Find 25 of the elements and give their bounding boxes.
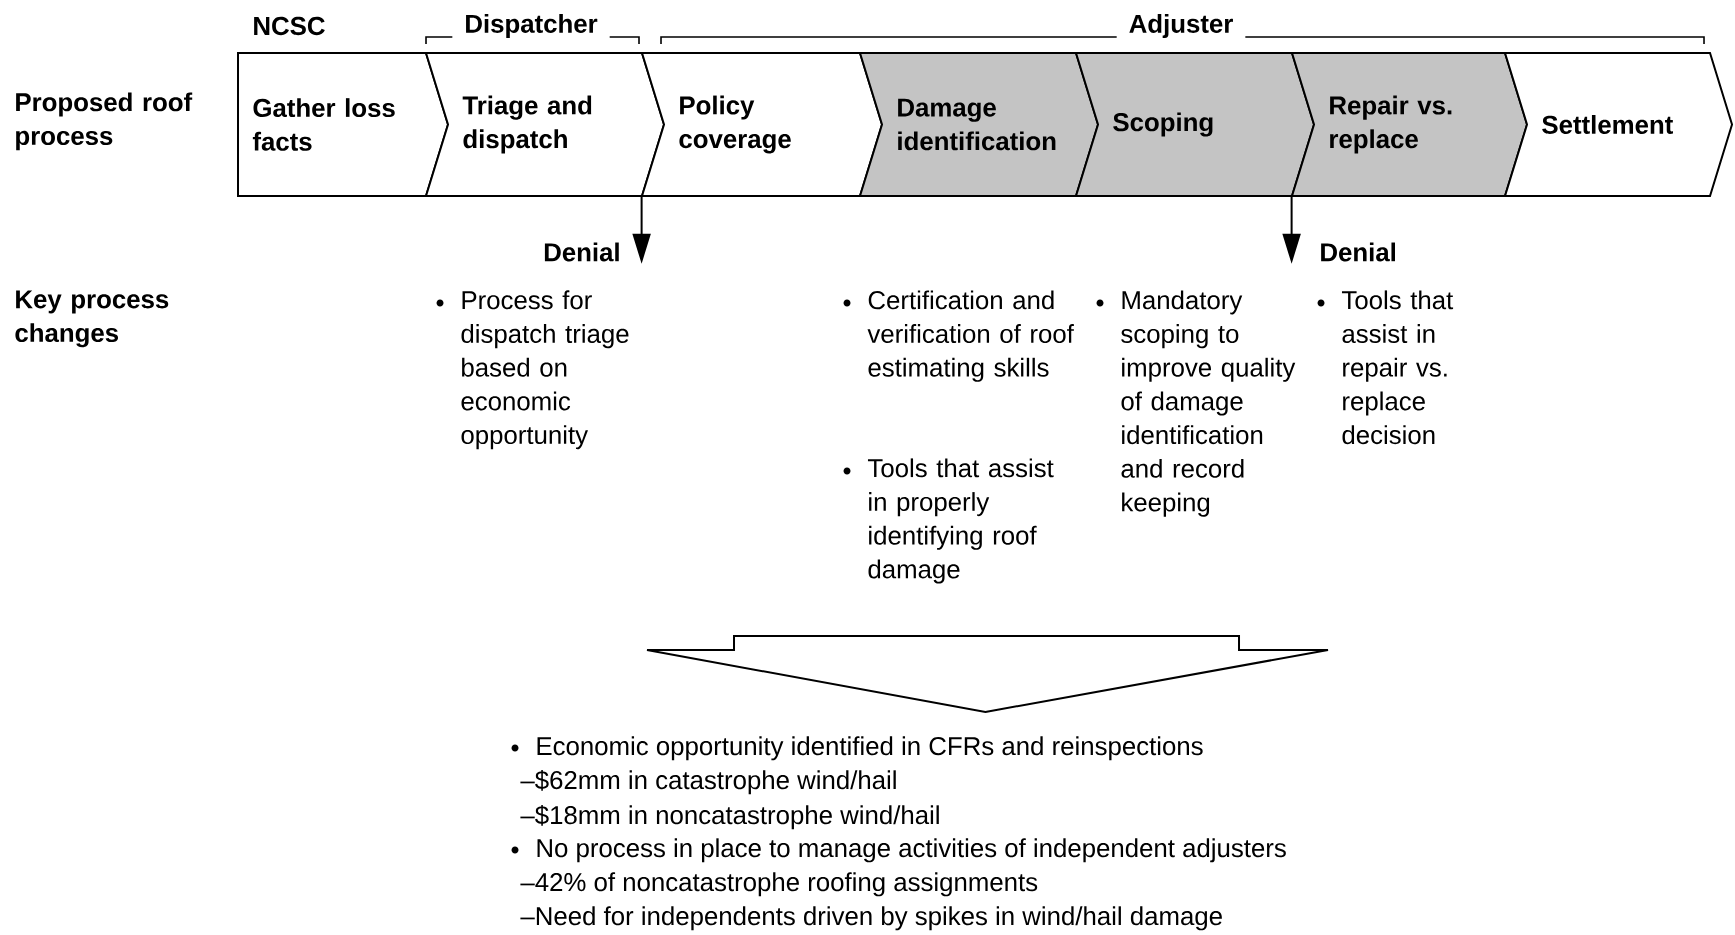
process-step: Gather loss facts <box>237 52 450 197</box>
outcome-label: Denial <box>544 242 619 262</box>
bullet-text: Tools that assist in repair vs. replace decision <box>1342 290 1454 445</box>
process-step: Scoping <box>1074 52 1316 197</box>
process-step: Policy coverage <box>640 52 884 197</box>
process-step: Triage and dispatch <box>424 52 666 197</box>
summary-text: –$18mm in noncatastrophe wind/hail <box>520 804 939 830</box>
summary-text: No process in place to manage activities of independent adjusters <box>537 838 1286 863</box>
process-step: Damage identification <box>858 52 1100 197</box>
summary-text: Economic opportunity identified in CFRs and reinspections <box>537 736 1203 761</box>
row-label: Proposed roof process <box>16 92 193 151</box>
bullet-text: Tools that assist in properly identifying roof damage <box>867 458 1054 584</box>
bullet-text: Process for dispatch triage based on economic opportunity <box>461 290 629 450</box>
summary-text: –$62mm in catastrophe wind/hail <box>520 769 896 795</box>
process-step: Settlement <box>1503 52 1734 197</box>
role-label: Adjuster <box>1116 9 1246 42</box>
bullet-text: Certification and verification of roof estimating skills <box>867 290 1074 382</box>
block-arrow <box>646 635 1329 713</box>
summary-text: –42% of noncatastrophe roofing assignments <box>520 872 1038 897</box>
outcome-label: Denial <box>1321 242 1395 262</box>
node-text: Economic opportunity identified in CFRs and reinspections –$62mm in catastrophe wind/hail –$18mm in noncatastrophe wind/hail No process in place to manage activities of independent adjusters –42% of noncatastrophe roofing assignments –Need for independents driven by spikes in wind/hail damage <box>520 736 1286 931</box>
summary-text: –Need for independents driven by spikes in wind/hail damage <box>520 906 1222 931</box>
role-label: Dispatcher <box>452 9 610 42</box>
row-label: Key process changes <box>15 290 169 348</box>
bullet-text: Mandatory scoping to improve quality of damage identification and record keeping <box>1121 290 1296 517</box>
